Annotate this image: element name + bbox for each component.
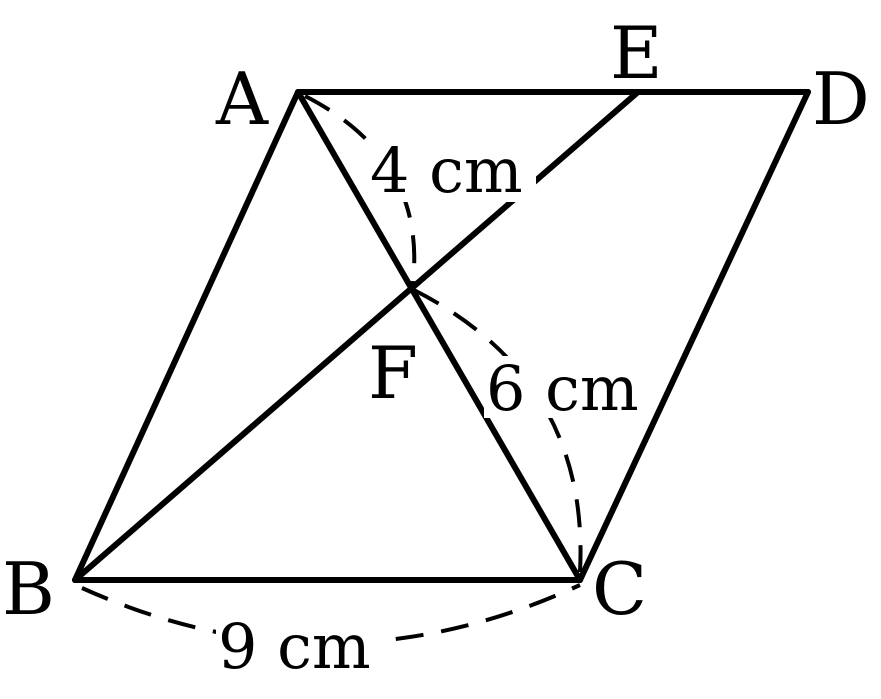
measure-fc: 6 cm [486, 352, 639, 425]
vertex-label-d: D [812, 57, 870, 141]
arc-af [304, 94, 417, 291]
vertex-label-e: E [610, 11, 663, 95]
measure-af: 4 cm [370, 134, 523, 207]
segment-be [72, 89, 641, 583]
vertex-label-c: C [592, 547, 647, 631]
diagonal-ac [295, 89, 583, 583]
arc-fc [413, 288, 583, 573]
vertex-label-b: B [2, 547, 55, 631]
vertex-label-f: F [368, 331, 418, 415]
label-bg-bc [216, 612, 390, 676]
edge-ab [72, 89, 301, 583]
edge-cd [577, 89, 811, 583]
label-bg-af [368, 140, 536, 202]
vertex-label-a: A [215, 57, 269, 141]
measure-bc: 9 cm [218, 610, 371, 683]
label-bg-fc [484, 356, 652, 418]
